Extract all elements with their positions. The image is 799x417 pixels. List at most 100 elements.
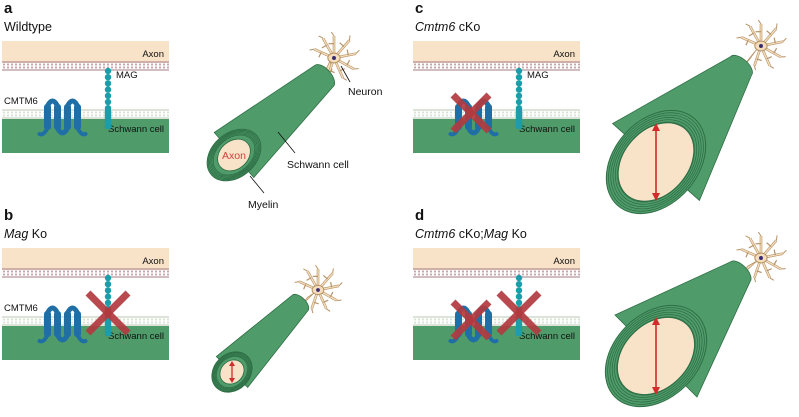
lipid-head — [561, 114, 565, 117]
lipid-head — [505, 66, 509, 69]
dendrite-branch — [773, 249, 776, 256]
lipid-head — [90, 318, 94, 321]
cmtm6-tail — [37, 126, 50, 137]
lipid-head — [561, 66, 565, 69]
lipid-head — [521, 63, 525, 66]
lipid-head — [569, 111, 573, 114]
lipid-head — [533, 273, 537, 276]
lipid-head — [425, 111, 429, 114]
lipid-head — [146, 270, 150, 273]
cmtm6-loop — [45, 305, 60, 316]
lipid-head — [46, 66, 50, 69]
dendrite-branch — [355, 49, 360, 54]
lipid-head — [110, 111, 114, 114]
dendrite-branch — [339, 68, 345, 72]
cmtm6-helix — [485, 311, 492, 337]
lipid-head — [541, 63, 545, 66]
lipid-head — [525, 66, 529, 69]
lipid-head — [162, 270, 166, 273]
lipid-head — [421, 114, 425, 117]
dendrite-branch — [342, 77, 348, 81]
lipid-head — [58, 273, 62, 276]
axon-label: Axon — [553, 49, 575, 60]
lipid-head — [521, 273, 525, 276]
lipid-head — [429, 270, 433, 273]
schwann-label: Schwann cell — [108, 331, 164, 342]
lipid-head — [413, 270, 417, 273]
lipid-head — [26, 63, 30, 66]
lipid-head — [154, 111, 158, 114]
lipid-head — [537, 321, 541, 324]
lipid-head — [86, 273, 90, 276]
dendrite-branch — [736, 36, 742, 39]
dendrite-branch — [330, 31, 335, 37]
lipid-head — [26, 114, 30, 117]
lipid-head — [158, 273, 162, 276]
lipid-head — [437, 321, 441, 324]
lipid-head — [2, 114, 6, 117]
lipid-head — [38, 321, 42, 324]
axon-membrane — [413, 268, 581, 278]
lipid-head — [565, 111, 569, 114]
nucleus — [759, 44, 763, 48]
lipid-head — [70, 321, 74, 324]
lipid-head — [86, 66, 90, 69]
lipid-head — [453, 273, 457, 276]
lipid-head — [505, 273, 509, 276]
dendrite-branch — [321, 44, 328, 49]
lipid-head — [82, 273, 86, 276]
lipid-head — [90, 270, 94, 273]
myelin-ring — [617, 121, 695, 203]
lipid-head — [441, 66, 445, 69]
lipid-head — [541, 321, 545, 324]
lipid-head — [130, 111, 134, 114]
lipid-head — [166, 66, 170, 69]
lipid-head — [10, 66, 14, 69]
lipid-head — [525, 114, 529, 117]
lipid-head — [521, 270, 525, 273]
lipid-head — [565, 63, 569, 66]
mag-domain — [515, 80, 523, 87]
dendrite-branch — [773, 47, 778, 54]
lipid-head — [66, 66, 70, 69]
lipid-head — [22, 63, 26, 66]
lipid-head — [18, 114, 22, 117]
lipid-head — [577, 114, 581, 117]
lipid-head — [10, 321, 14, 324]
myelin-ring — [208, 130, 260, 180]
lipid-head — [142, 318, 146, 321]
lipid-head — [517, 63, 521, 66]
mag-domain — [515, 299, 523, 306]
lipid-head — [417, 273, 421, 276]
lipid-head — [489, 270, 493, 273]
dendrite-branch — [775, 235, 778, 241]
panel-title-part: Mag — [4, 227, 28, 241]
lipid-head — [573, 66, 577, 69]
lipid-head — [94, 111, 98, 114]
lipid-head — [70, 273, 74, 276]
mag-domain — [515, 92, 523, 100]
lipid-head — [114, 273, 118, 276]
lipid-head — [489, 66, 493, 69]
lipid-head — [154, 66, 158, 69]
lipid-head — [461, 318, 465, 321]
lipid-head — [437, 66, 441, 69]
axon-membrane — [2, 61, 170, 71]
lipid-head — [34, 318, 38, 321]
lipid-head — [26, 321, 30, 324]
lipid-head — [26, 111, 30, 114]
cmtm6-helix — [54, 104, 61, 130]
mag-protein — [104, 274, 112, 336]
dendrite-branch — [736, 248, 742, 251]
axon-membrane — [2, 268, 170, 278]
lipid-head — [154, 273, 158, 276]
lipid-head — [22, 111, 26, 114]
arrow-head — [652, 317, 660, 325]
lipid-head — [50, 273, 54, 276]
lipid-head — [30, 270, 34, 273]
lipid-head — [537, 111, 541, 114]
cmtm6-loop — [55, 125, 70, 136]
lipid-head — [6, 318, 10, 321]
lipid-head — [142, 111, 146, 114]
